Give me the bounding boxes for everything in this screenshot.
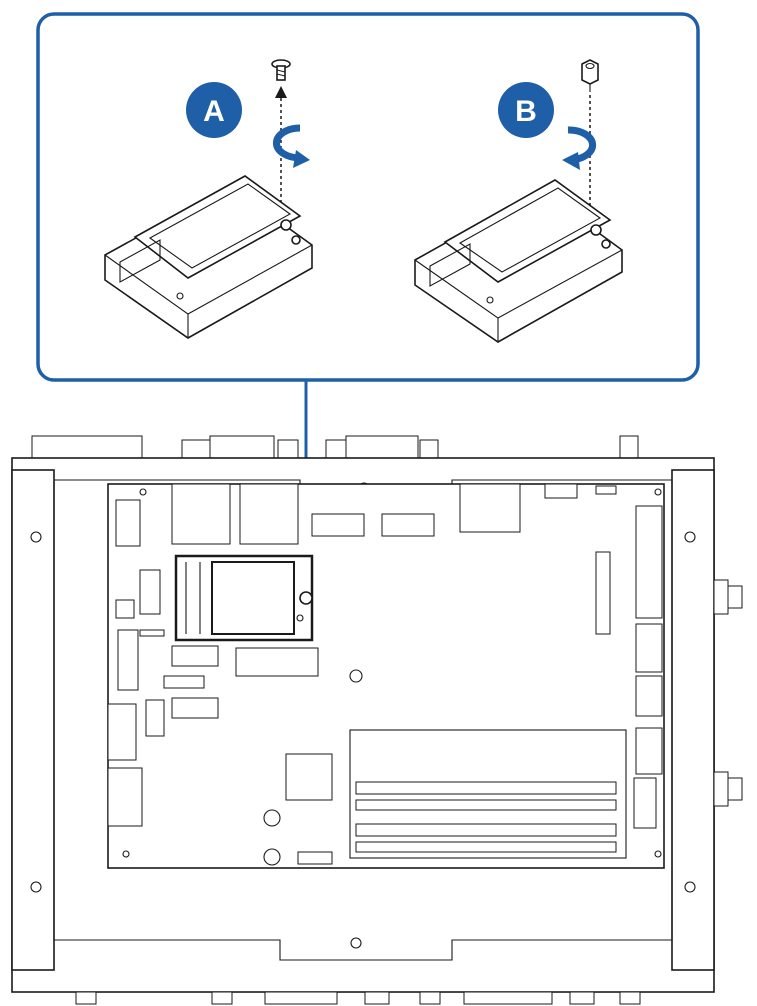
step-b-letter: B [515,95,537,128]
screw-icon [271,59,291,81]
clockwise-arrow-icon [562,126,597,170]
left-rail [11,469,55,971]
step-a-badge: A [186,82,242,138]
standoff-icon [581,59,599,92]
step-a-remove-screw: A [104,59,313,339]
motherboard-components [107,483,663,866]
step-b-badge: B [498,82,554,138]
m2-module-b [414,179,623,343]
step-a-letter: A [203,95,225,128]
counterclockwise-arrow-icon [273,124,310,168]
step-b-install-standoff: B [414,59,623,343]
chassis-top-view [11,435,743,1005]
antenna-connector-icon [713,579,743,807]
callout-frame [36,12,700,382]
m2-module-a [104,175,313,339]
right-rail [671,469,715,971]
m2-module-slot [174,554,314,642]
memory-slots [349,729,627,859]
rear-connectors [31,435,639,459]
chassis-mount-holes [30,482,696,949]
front-connectors [75,991,641,1005]
